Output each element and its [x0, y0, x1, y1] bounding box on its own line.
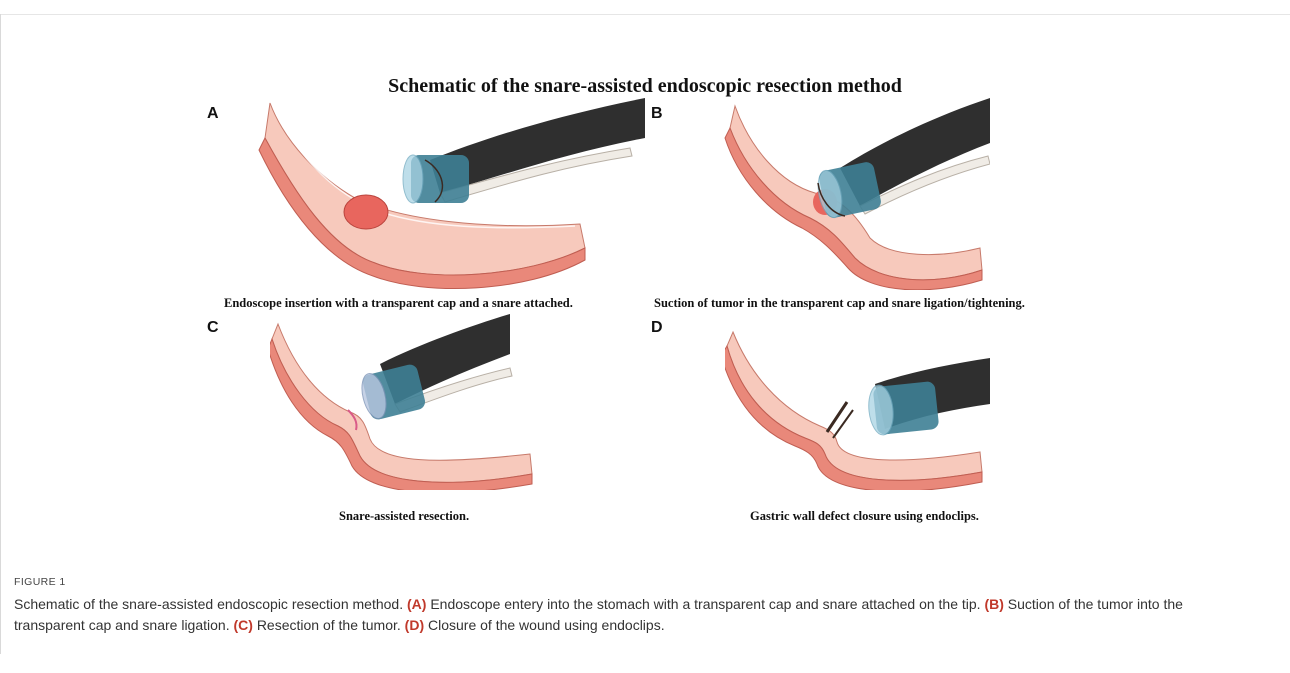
caption-a-tag: (A)	[407, 596, 426, 612]
panel-c-illustration	[270, 314, 550, 490]
transparent-cap-shape	[358, 363, 427, 421]
panel-d-illustration	[725, 314, 995, 490]
panel-d-caption: Gastric wall defect closure using endocl…	[750, 509, 979, 524]
panel-c-caption: Snare-assisted resection.	[339, 509, 469, 524]
transparent-cap-shape	[403, 155, 469, 203]
caption-d-tag: (D)	[405, 617, 424, 633]
panel-a-caption: Endoscope insertion with a transparent c…	[224, 296, 573, 311]
tumor-shape	[344, 195, 388, 229]
figure-label: FIGURE 1	[14, 576, 66, 588]
caption-c-tag: (C)	[233, 617, 252, 633]
panel-a-letter: A	[207, 105, 219, 123]
panel-a-illustration	[225, 98, 645, 290]
panel-b-caption: Suction of tumor in the transparent cap …	[654, 296, 1025, 311]
transparent-cap-shape	[814, 161, 882, 220]
panel-d-letter: D	[651, 319, 663, 337]
frame-left-border	[0, 14, 1, 654]
caption-b-tag: (B)	[984, 596, 1003, 612]
caption-d-text: Closure of the wound using endoclips.	[428, 617, 665, 633]
panel-b-illustration	[720, 98, 990, 290]
figure-caption: Schematic of the snare-assisted endoscop…	[14, 594, 1244, 636]
caption-intro: Schematic of the snare-assisted endoscop…	[14, 596, 403, 612]
figure-title: Schematic of the snare-assisted endoscop…	[0, 75, 1290, 98]
caption-c-text: Resection of the tumor.	[257, 617, 401, 633]
caption-a-text: Endoscope entery into the stomach with a…	[430, 596, 980, 612]
panel-c-letter: C	[207, 319, 219, 337]
panel-b-letter: B	[651, 105, 663, 123]
transparent-cap-shape	[866, 381, 939, 436]
frame-top-border	[0, 14, 1290, 15]
